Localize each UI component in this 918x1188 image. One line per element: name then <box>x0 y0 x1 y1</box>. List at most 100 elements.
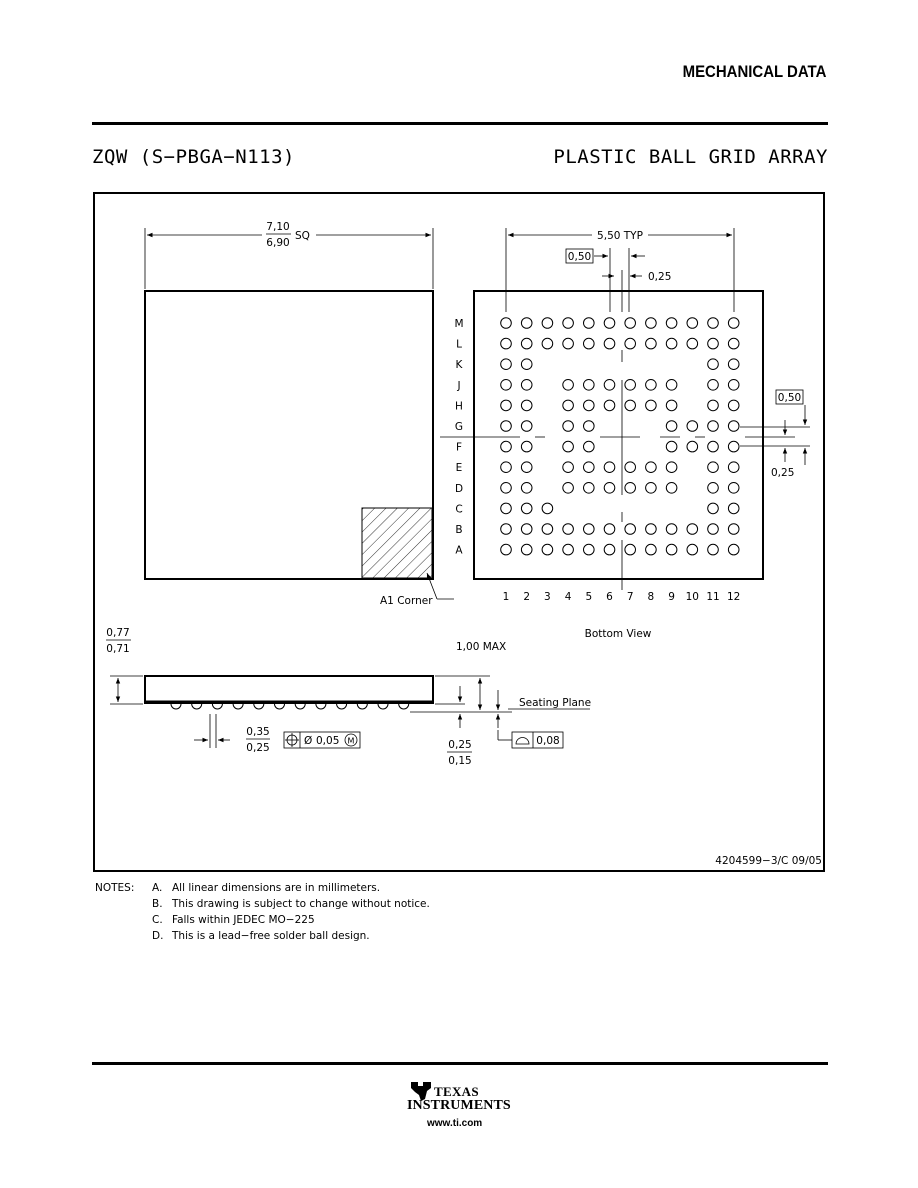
bottom-view-caption: Bottom View <box>585 628 652 640</box>
mmc-icon: M <box>348 737 355 746</box>
ball-C1 <box>500 502 512 515</box>
ball-M12 <box>727 317 740 329</box>
ball-G5 <box>583 420 595 432</box>
side-balls <box>170 703 410 710</box>
note-text: Falls within JEDEC MO−225 <box>172 914 315 926</box>
ball-A2 <box>520 543 533 556</box>
ball-B11 <box>707 523 719 535</box>
ball-J4 <box>562 379 574 391</box>
ball-E11 <box>707 461 719 474</box>
row-label: M <box>454 318 463 330</box>
diameter-icon: Ø <box>304 735 312 747</box>
ball-A8 <box>645 543 657 556</box>
ball-E1 <box>500 461 512 474</box>
ti-logo[interactable]: TEXAS INSTRUMENTS www.ti.com <box>407 1078 517 1138</box>
ball-A9 <box>665 543 678 556</box>
package-code: ZQW (S−PBGA−N113) <box>92 146 295 168</box>
side-ball <box>232 703 244 710</box>
ball-F1 <box>500 440 512 453</box>
ball-C2 <box>520 502 533 515</box>
ball-B5 <box>583 523 595 535</box>
ball-M7 <box>624 317 637 329</box>
ball-K1 <box>500 358 512 371</box>
column-label: 11 <box>706 591 719 603</box>
ball-A6 <box>603 543 616 556</box>
ball-H6 <box>603 399 616 412</box>
ball-A5 <box>583 543 595 556</box>
position-tol: 0,05 <box>316 735 339 747</box>
note-key: B. <box>152 898 163 910</box>
ball-F9 <box>665 440 678 453</box>
span-label: 5,50 TYP <box>597 230 643 242</box>
max-height: 1,00 MAX <box>456 641 506 653</box>
row-label: K <box>456 359 464 371</box>
ball-E6 <box>603 461 616 474</box>
package-type: PLASTIC BALL GRID ARRAY <box>553 146 828 168</box>
column-label: 5 <box>585 591 592 603</box>
header-rule <box>92 122 828 125</box>
ball-G9 <box>665 420 678 432</box>
ball-L7 <box>624 337 637 350</box>
ball-E7 <box>624 461 637 474</box>
side-ball <box>398 703 410 710</box>
ball-D2 <box>520 482 533 494</box>
ball-B12 <box>727 523 740 535</box>
ball-A4 <box>562 543 574 556</box>
dim-sq: SQ <box>295 230 310 242</box>
ball-M8 <box>645 317 657 329</box>
ball-B8 <box>645 523 657 535</box>
side-ball <box>294 703 306 710</box>
ball-D7 <box>624 482 637 494</box>
ball-B3 <box>541 523 554 535</box>
website-link[interactable]: www.ti.com <box>427 1118 483 1129</box>
ball-E9 <box>665 461 678 474</box>
ball-C11 <box>707 502 719 515</box>
dim-7-10: 7,10 <box>266 221 289 233</box>
side-ball <box>170 703 182 710</box>
ball-L12 <box>727 337 740 350</box>
dim-6-90: 6,90 <box>266 237 289 249</box>
side-ball <box>377 703 389 710</box>
ball-L10 <box>686 337 699 350</box>
footer-rule <box>92 1062 828 1065</box>
notes: NOTES: A. All linear dimensions are in m… <box>95 880 430 944</box>
ball-H9 <box>665 399 678 412</box>
column-label: 1 <box>503 591 510 603</box>
height-upper: 0,77 <box>106 627 129 639</box>
profile-icon <box>515 737 530 745</box>
ball-J5 <box>583 379 595 391</box>
ball-M2 <box>520 317 533 329</box>
ball-A12 <box>727 543 740 556</box>
ball-H11 <box>707 399 719 412</box>
column-label: 6 <box>606 591 613 603</box>
ball-F5 <box>583 440 595 453</box>
row-label: J <box>456 380 460 392</box>
row-label: G <box>455 421 463 433</box>
side-view: 0,77 0,71 1,00 MAX 0,25 0,15 Seating Pla… <box>106 627 591 767</box>
ball-L5 <box>583 337 595 350</box>
ball-M9 <box>665 317 678 329</box>
note-text: All linear dimensions are in millimeters… <box>172 882 381 894</box>
ball-B10 <box>686 523 699 535</box>
drawing-number: 4204599−3/C 09/05 <box>715 855 822 867</box>
note-text: This drawing is subject to change withou… <box>172 898 430 910</box>
side-ball <box>274 703 285 710</box>
ball-D4 <box>562 482 574 494</box>
column-label: 8 <box>648 591 655 603</box>
section-title: MECHANICAL DATA <box>682 62 826 81</box>
ball-F4 <box>562 440 574 453</box>
ball-A7 <box>624 543 637 556</box>
row-label: F <box>456 442 462 454</box>
package-outline <box>144 290 434 580</box>
ball-L4 <box>562 337 574 350</box>
ball-F12 <box>727 440 740 453</box>
ball-A10 <box>686 543 699 556</box>
ball-J2 <box>520 379 533 391</box>
side-ball <box>211 703 223 710</box>
ball-dia-upper: 0,35 <box>246 726 269 738</box>
ball-D9 <box>665 482 678 494</box>
height-lower: 0,71 <box>106 643 129 655</box>
